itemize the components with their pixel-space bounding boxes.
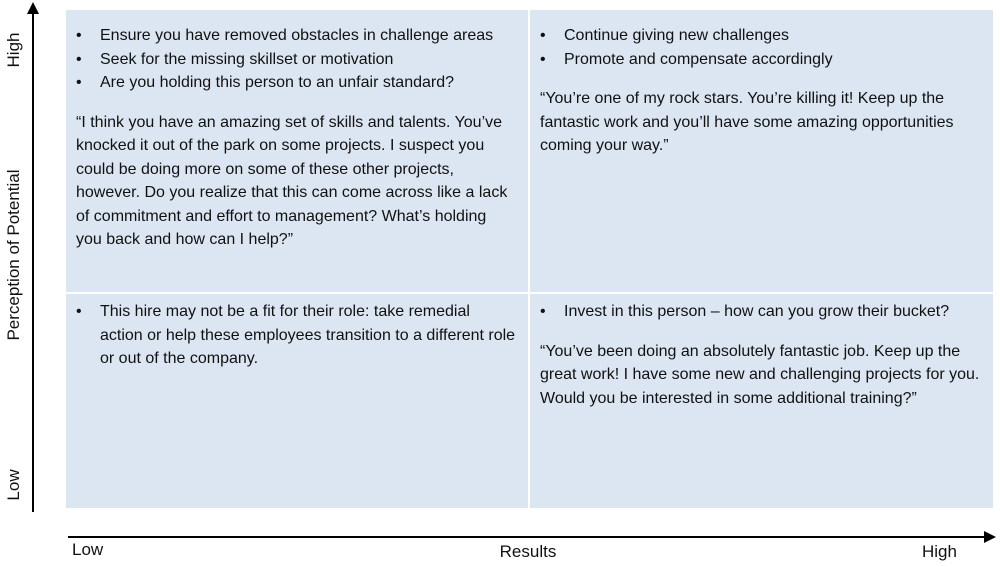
bullet-item: Ensure you have removed obstacles in cha… [76,24,516,48]
x-axis-arrow-icon [984,531,996,543]
quadrant-quote: “You’re one of my rock stars. You’re kil… [540,90,954,154]
bullet-list: This hire may not be a fit for their rol… [76,300,516,371]
bullet-list: Invest in this person – how can you grow… [540,300,981,324]
bullet-item: Invest in this person – how can you grow… [540,300,981,324]
y-axis-high-label: High [4,32,23,68]
x-axis-high-label: High [922,542,957,561]
quadrant-quote: “You’ve been doing an absolutely fantast… [540,342,980,407]
y-axis-line [32,10,34,512]
bullet-item: This hire may not be a fit for their rol… [76,300,516,371]
bullet-list: Ensure you have removed obstacles in cha… [76,24,516,95]
bullet-list: Continue giving new challenges Promote a… [540,24,981,71]
bullet-item: Are you holding this person to an unfair… [76,71,516,95]
quadrant-top-right: Continue giving new challenges Promote a… [530,10,993,292]
bullet-item: Promote and compensate accordingly [540,48,981,72]
bullet-item: Seek for the missing skillset or motivat… [76,48,516,72]
quadrant-top-left: Ensure you have removed obstacles in cha… [66,10,528,292]
y-axis-arrow-icon [27,2,39,14]
quadrant-bottom-left: This hire may not be a fit for their rol… [66,294,528,508]
x-axis-low-label: Low [72,540,104,559]
y-axis-low-label: Low [4,469,23,501]
quadrant-bottom-right: Invest in this person – how can you grow… [530,294,993,508]
bullet-item: Continue giving new challenges [540,24,981,48]
x-axis-line [68,536,986,538]
x-axis-title: Results [499,542,557,561]
y-axis-title: Perception of Potential [4,169,23,341]
quadrant-quote: “I think you have an amazing set of skil… [76,113,508,249]
